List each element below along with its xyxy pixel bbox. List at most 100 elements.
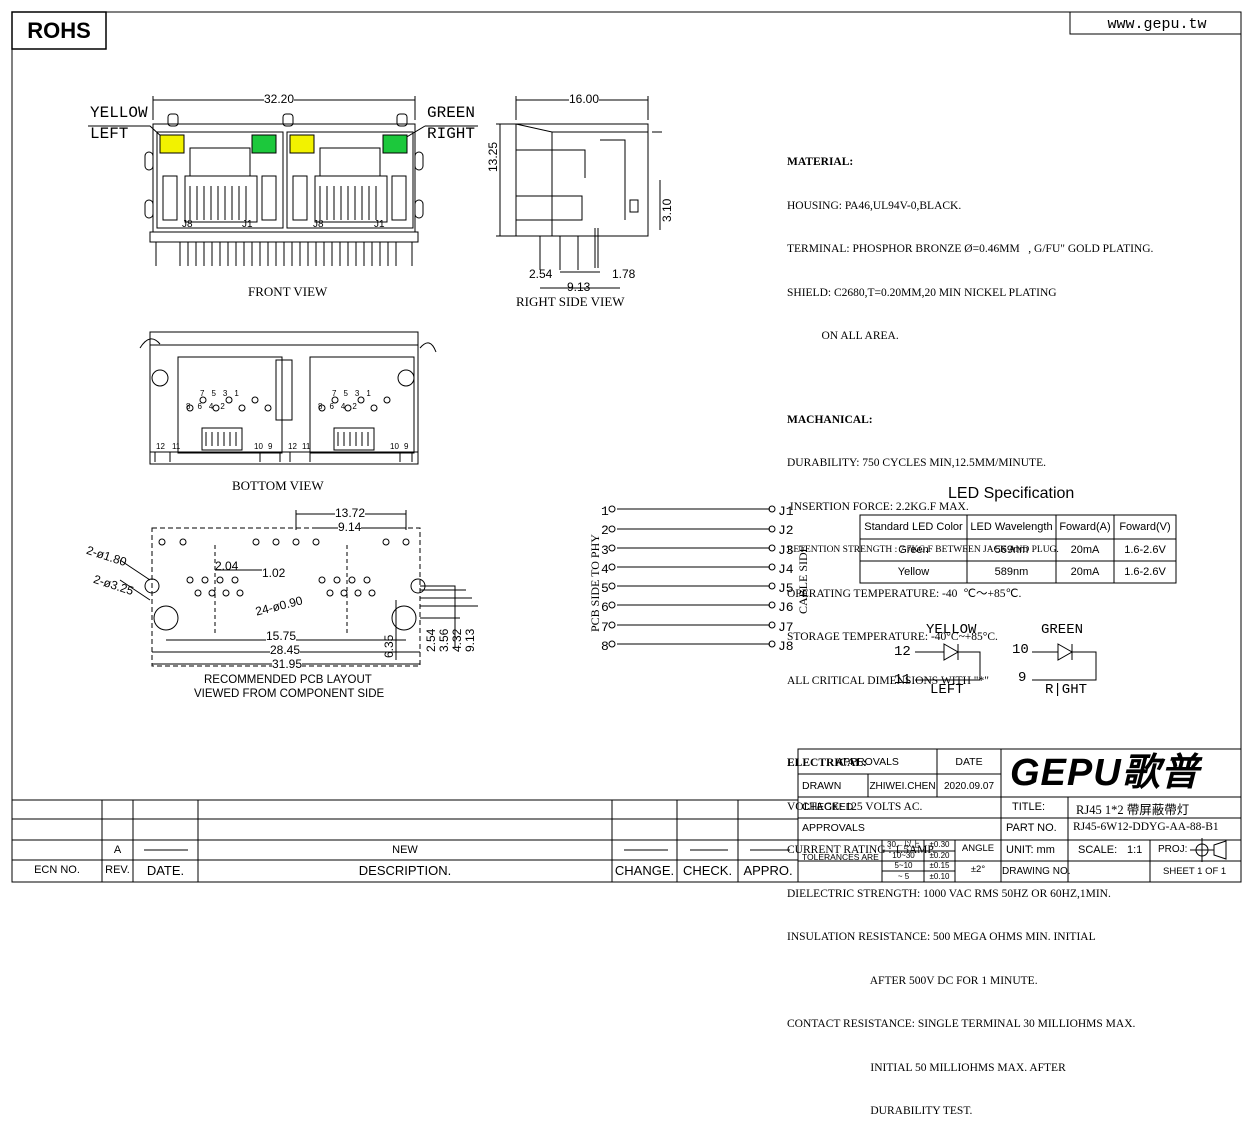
schematic-pin-left: 7 <box>601 619 609 635</box>
tb-title-label: TITLE: <box>1012 801 1046 813</box>
mechanical-line: OPERATING TEMPERATURE: -40 ℃～+85℃. <box>787 587 1022 600</box>
schematic-pin-left: 1 <box>601 504 609 519</box>
electrical-line: CURRENT RATING : 1.5AMP. <box>787 844 936 856</box>
tb-part-label: PART NO. <box>1006 822 1057 834</box>
tb-title-value: RJ45 1*2 帶屏蔽帶灯 <box>1076 803 1190 817</box>
led-pin-9: 9 <box>1018 670 1027 686</box>
tb-tol-value: ±0.30 <box>929 840 950 849</box>
side-view-caption: RIGHT SIDE VIEW <box>516 294 625 309</box>
website-box <box>1069 11 1242 35</box>
led-pin-10: 10 <box>1012 642 1029 658</box>
electrical-line: INSULATION RESISTANCE: 500 MEGA OHMS MIN… <box>787 931 1096 943</box>
bottom-pin: 4 <box>208 402 221 411</box>
bottom-pin: 5 <box>211 389 223 398</box>
tb-scale-value: 1:1 <box>1127 844 1143 856</box>
bottom-view <box>139 331 437 465</box>
side-dim-310: 3.10 <box>660 198 674 222</box>
led-green-label: GREEN <box>1041 622 1084 638</box>
tb-tol-value: ±0.20 <box>929 850 950 860</box>
led-pin-12: 12 <box>894 644 911 660</box>
led-spec-header-wavelength: LED Wavelength <box>970 521 1053 533</box>
front-led-right-label-2: RIGHT <box>427 125 476 143</box>
schematic-pin-left: 5 <box>601 581 609 597</box>
tb-tol-range: ~ 5 <box>897 871 910 881</box>
revision-footer-rev: REV. <box>105 864 130 876</box>
mechanical-line: RETENTION STRENGTH : 7.7KG.F BETWEEN JAC… <box>787 545 1059 555</box>
tb-drawing-no-label: DRAWING NO. <box>1002 866 1071 877</box>
tb-date-header: DATE <box>955 756 983 768</box>
schematic-pin-right: J2 <box>778 523 794 539</box>
mechanical-line: ALL CRITICAL DIMENSIONS WITH "*" <box>787 674 989 687</box>
mechanical-line: INSERTION FORCE: 2.2KG.F MAX. <box>787 500 969 513</box>
revision-footer-date: DATE. <box>146 863 185 878</box>
tb-checked-label: CHECKED <box>802 801 854 813</box>
front-pin-j1-a: J1 <box>242 219 253 230</box>
pcb-dim-102: 1.02 <box>262 566 286 580</box>
revision-footer-appro: APPRO. <box>743 863 793 878</box>
drawing-sheet: ROHS www.gepu.tw <box>11 11 1242 883</box>
led-spec-cell: 569nm <box>994 544 1029 556</box>
schematic-right-pins: J1 J2 J3 J4 J5 J6 J7 J8 <box>778 502 794 656</box>
revision-footer-description: DESCRIPTION. <box>358 863 452 878</box>
tb-approvals-header: APPROVALS <box>836 756 899 768</box>
bottom-pin-9-right: 9 <box>404 442 409 451</box>
schematic-pin-right: J5 <box>778 581 794 597</box>
bottom-pin-10-right: 10 <box>390 442 399 451</box>
schematic-pin-left: 4 <box>601 561 609 577</box>
front-led-green-right <box>382 134 408 154</box>
tb-tolerances-label: TOLERANCES ARE <box>802 852 879 862</box>
bottom-pin-labels-bottom-right: 8642 <box>318 402 364 411</box>
front-led-green-left <box>251 134 277 154</box>
tb-tol-ranges: 30←以上 10~30 5~10 ~ 5 <box>883 840 924 882</box>
electrical-line: INITIAL 50 MILLIOHMS MAX. AFTER <box>787 1061 1066 1074</box>
tb-tol-range: 5~10 <box>894 861 913 870</box>
pcb-dim-1372: 13.72 <box>335 506 366 520</box>
pcb-caption-1: RECOMMENDED PCB LAYOUT <box>204 674 372 686</box>
bottom-pin-11-right: 11 <box>302 442 311 451</box>
tb-angle-label: ANGLE <box>961 843 995 854</box>
side-dim-254: 2.54 <box>529 267 553 281</box>
led-spec-cell: 1.6-2.6V <box>1124 566 1166 578</box>
led-spec-cell: 20mA <box>1070 566 1100 578</box>
led-spec-title: LED Specification <box>948 485 1075 502</box>
pcb-dim-913: 9.13 <box>463 628 477 652</box>
bottom-pin-11-left: 11 <box>172 442 181 451</box>
pcb-dim-254: 2.54 <box>424 628 438 652</box>
schematic-pin-left: 2 <box>601 523 609 539</box>
bottom-pin-10-left: 10 <box>254 442 263 451</box>
side-dim-913: 9.13 <box>567 280 591 294</box>
bottom-pin: 7 <box>332 389 344 398</box>
tb-approvals-label: APPROVALS <box>802 822 865 834</box>
tb-part-value: RJ45-6W12-DDYG-AA-88-B1 <box>1073 821 1219 833</box>
text-layer: YELLOW LEFT GREEN RIGHT 32.20 J8 J1 J8 J… <box>34 92 1226 1117</box>
side-view <box>496 96 662 289</box>
bottom-pin: 8 <box>186 402 198 411</box>
bottom-pin: 2 <box>352 402 364 411</box>
tb-tol-values: ±0.30 ±0.20 ±0.15 ±0.10 <box>924 840 955 882</box>
side-height-dimension: 13.25 <box>486 141 500 172</box>
pin-schematic <box>608 505 776 648</box>
led-spec-cell: Yellow <box>897 566 930 578</box>
schematic-pin-left: 3 <box>601 542 609 558</box>
front-pin-j1-b: J1 <box>374 219 385 230</box>
front-view-caption: FRONT VIEW <box>248 284 328 299</box>
schematic-pin-left: 8 <box>601 639 609 655</box>
bottom-pin-labels-bottom-left: 8642 <box>186 402 232 411</box>
side-depth-dimension: 16.00 <box>569 92 600 106</box>
mechanical-title: MACHANICAL: <box>787 413 873 426</box>
bottom-pin: 6 <box>197 402 209 411</box>
schematic-pin-right: J6 <box>778 600 794 616</box>
pcb-dim-635: 6.35 <box>382 634 396 658</box>
revision-footer-check: CHECK. <box>682 863 733 878</box>
front-view <box>88 96 478 266</box>
pcb-hole-180: 2-ø1.80 <box>84 543 129 570</box>
revision-block <box>12 799 798 882</box>
website-label: www.gepu.tw <box>1107 16 1206 33</box>
front-led-left-label-2: LEFT <box>90 125 129 143</box>
pcb-dim-3195: 31.95 <box>272 657 303 671</box>
electrical-line: AFTER 500V DC FOR 1 MINUTE. <box>787 974 1038 987</box>
led-spec-table <box>859 514 1177 584</box>
front-pin-j8-b: J8 <box>313 219 324 230</box>
sheet-border <box>11 11 1242 883</box>
bottom-pin-12-left: 12 <box>156 442 165 451</box>
